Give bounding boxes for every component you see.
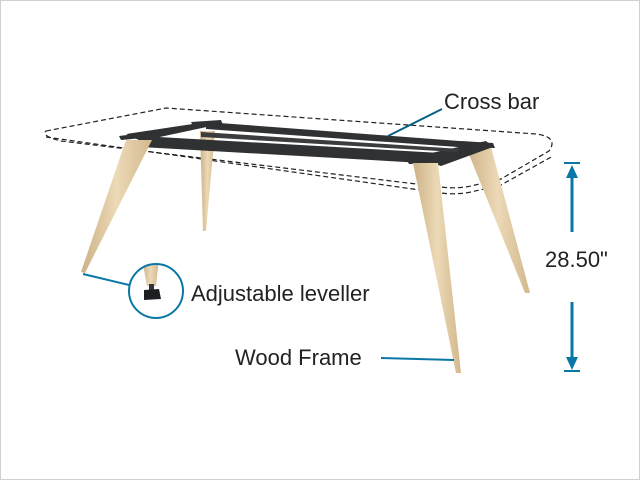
leveller-detail-ring [128, 263, 184, 319]
front-right-leg [413, 163, 461, 373]
leveller-label: Adjustable leveller [191, 281, 370, 306]
metal-frame [119, 120, 495, 166]
leveller-pointer [82, 273, 130, 286]
front-left-leg [81, 140, 152, 273]
cross-bar-pointer [387, 108, 443, 137]
wood-frame-label: Wood Frame [235, 345, 362, 370]
cross-bar [201, 132, 461, 152]
back-right-leg [466, 147, 530, 293]
height-dimension-arrow [564, 162, 580, 372]
cross-bar-label: Cross bar [444, 89, 540, 114]
back-left-leg [200, 131, 215, 231]
wood-frame-pointer [380, 357, 455, 361]
height-label: 28.50" [545, 247, 608, 272]
